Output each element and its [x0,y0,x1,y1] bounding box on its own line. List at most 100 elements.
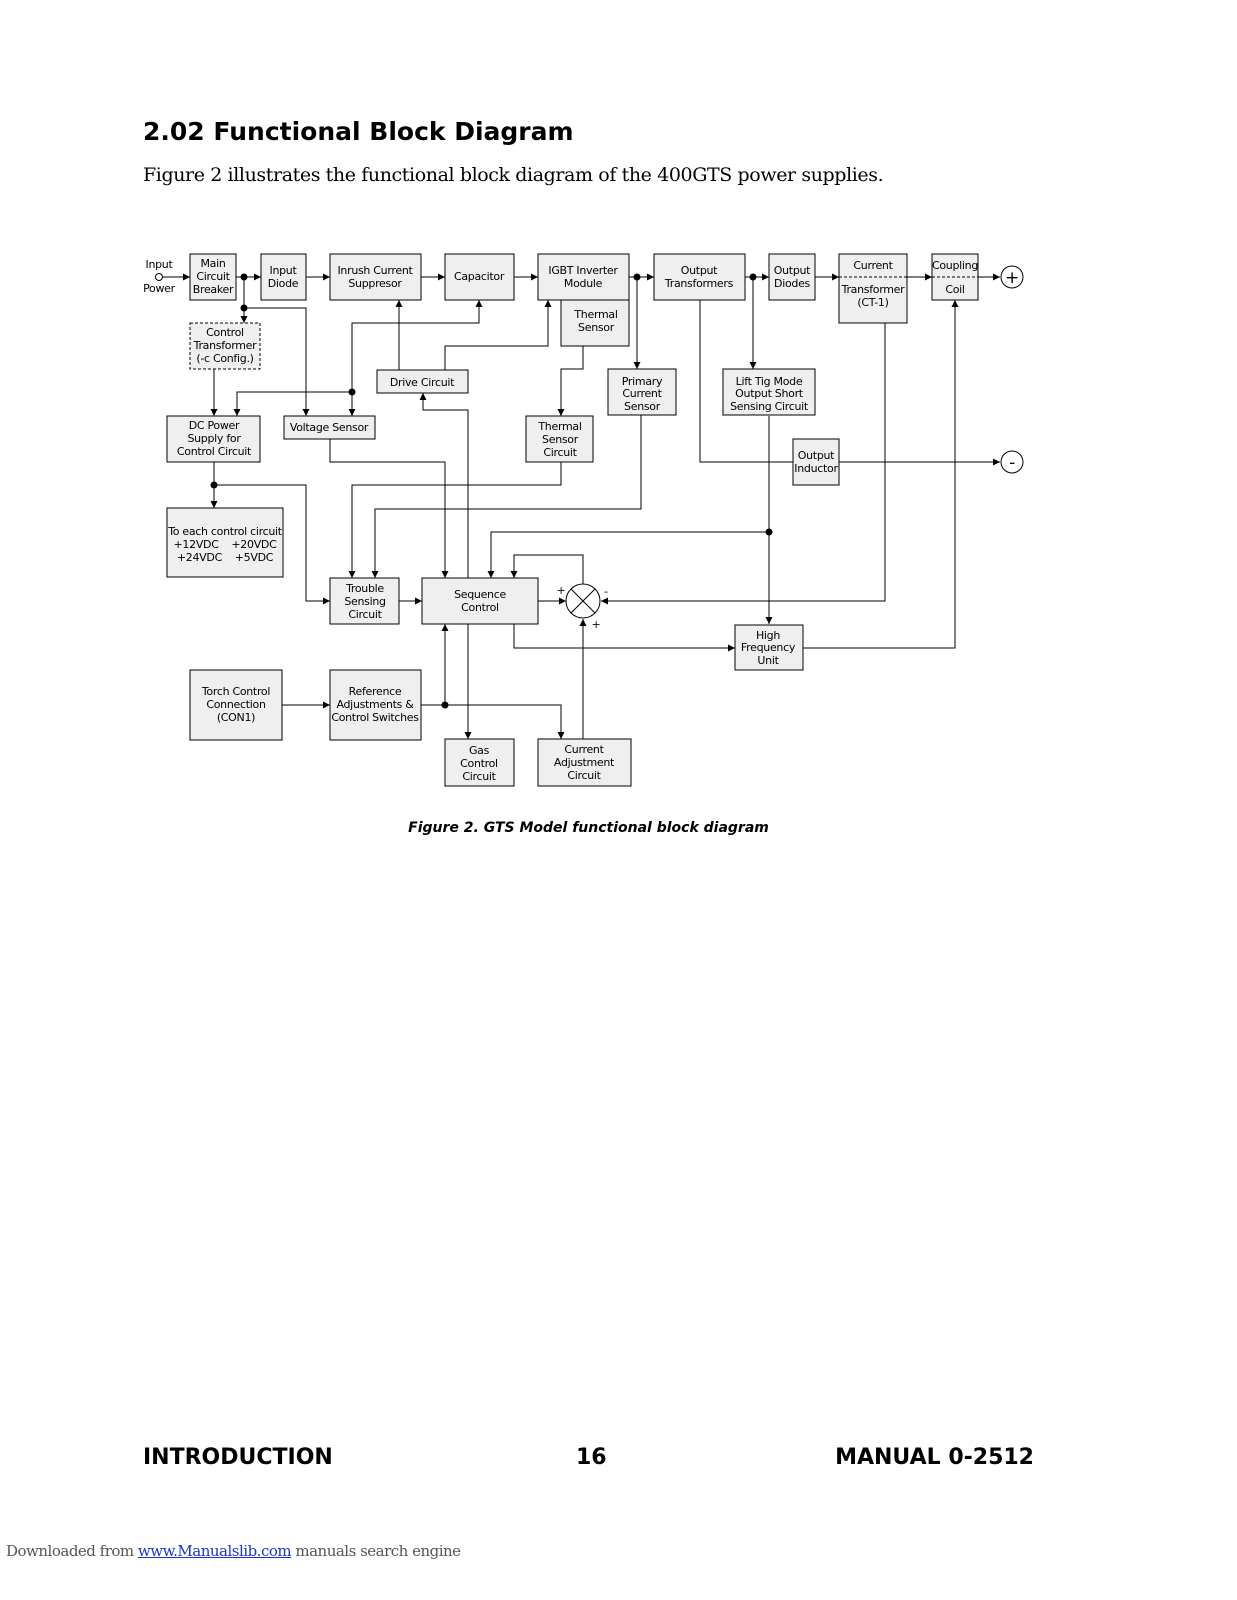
svg-text:Circuit: Circuit [196,270,230,283]
svg-text:To each control circuit: To each control circuit [167,525,283,538]
svg-text:Circuit: Circuit [543,446,577,459]
block-torch-control-connection: Torch Control Connection (CON1) [189,669,283,741]
svg-text:Transformer: Transformer [841,283,905,296]
svg-text:Sensor: Sensor [624,400,661,413]
footer-manual-number: MANUAL 0-2512 [835,1445,1034,1470]
page-number: 16 [576,1445,607,1470]
svg-text:Inrush Current: Inrush Current [337,264,413,277]
svg-text:Sequence: Sequence [454,588,506,601]
block-sequence-control: Sequence Control [421,577,539,625]
svg-text:Control: Control [206,326,244,339]
negative-terminal: - [1000,450,1024,474]
svg-text:Thermal: Thermal [537,420,581,433]
block-dc-power-supply: DC Power Supply for Control Circuit [166,415,261,463]
summing-junction: + - + [557,583,608,631]
svg-text:Adjustment: Adjustment [554,756,615,769]
junction-dots [210,273,773,709]
svg-text:Thermal: Thermal [573,308,617,321]
svg-text:Breaker: Breaker [193,283,234,296]
svg-text:Module: Module [564,277,603,290]
svg-text:Sensor: Sensor [578,321,615,334]
svg-text:Output: Output [681,264,718,277]
svg-text:Torch Control: Torch Control [201,685,270,698]
svg-text:DC Power: DC Power [189,419,240,432]
svg-text:Control: Control [461,601,499,614]
svg-text:(CON1): (CON1) [217,711,255,724]
block-thermal-sensor-circuit: Thermal Sensor Circuit [525,415,594,463]
connection-wires [163,273,1000,739]
svg-text:Capacitor: Capacitor [454,270,505,283]
manualslib-link[interactable]: www.Manualslib.com [137,1542,292,1560]
svg-text:Voltage Sensor: Voltage Sensor [290,421,369,434]
svg-text:Current: Current [853,259,893,272]
block-main-breaker: Main Circuit Breaker [189,253,237,301]
block-coupling-coil: Coupling Coil [931,253,979,301]
svg-text:Control Circuit: Control Circuit [177,445,252,458]
svg-text:Transformer: Transformer [193,339,257,352]
svg-text:Sensing Circuit: Sensing Circuit [730,400,809,413]
svg-text:Current: Current [564,743,604,756]
svg-text:Sensor: Sensor [542,433,579,446]
download-notice: Downloaded from www.Manualslib.com manua… [6,1542,461,1560]
block-output-inductor: Output Inductor [792,438,840,486]
svg-text:+: + [1005,268,1019,288]
block-thermal-sensor: Thermal Sensor [560,299,630,347]
svg-text:Lift Tig Mode: Lift Tig Mode [736,375,803,388]
block-control-voltages: To each control circuit +12VDC +20VDC +2… [166,507,284,578]
svg-text:+12VDC +20VDC: +12VDC +20VDC [174,538,278,551]
block-drive-circuit: Drive Circuit [376,369,469,394]
svg-text:Inductor: Inductor [794,462,838,475]
svg-text:(CT-1): (CT-1) [857,296,888,309]
svg-text:Reference: Reference [349,685,402,698]
svg-text:Connection: Connection [206,698,266,711]
svg-text:High: High [756,629,780,642]
input-power-label-1: Input [146,258,174,271]
svg-text:-: - [1009,453,1015,473]
block-primary-current-sensor: Primary Current Sensor [607,368,677,416]
svg-text:Gas: Gas [469,744,490,757]
block-lift-tig-sensing: Lift Tig Mode Output Short Sensing Circu… [722,368,816,416]
intro-paragraph: Figure 2 illustrates the functional bloc… [143,164,884,186]
block-output-diodes: Output Diodes [768,253,816,301]
block-inrush-current-suppresor: Inrush Current Suppresor [329,253,422,301]
figure-caption: Figure 2. GTS Model functional block dia… [408,820,769,836]
svg-text:IGBT Inverter: IGBT Inverter [548,264,618,277]
svg-text:+: + [592,618,601,631]
svg-text:Transformers: Transformers [664,277,734,290]
svg-text:Coupling: Coupling [932,259,978,272]
svg-text:Control Switches: Control Switches [331,711,419,724]
block-trouble-sensing: Trouble Sensing Circuit [329,577,400,625]
svg-text:Input: Input [270,264,298,277]
block-current-adjustment-circuit: Current Adjustment Circuit [537,738,632,787]
svg-text:Drive Circuit: Drive Circuit [390,376,455,389]
block-gas-control-circuit: Gas Control Circuit [444,738,515,787]
svg-text:Suppresor: Suppresor [348,277,402,290]
svg-text:+24VDC +5VDC: +24VDC +5VDC [177,551,274,564]
svg-text:Trouble: Trouble [345,582,384,595]
block-control-transformer: Control Transformer (-c Config.) [189,322,261,370]
block-voltage-sensor: Voltage Sensor [283,415,376,440]
block-high-frequency-unit: High Frequency Unit [734,624,804,671]
svg-text:Primary: Primary [622,375,663,388]
block-reference-adjustments: Reference Adjustments & Control Switches [329,669,422,741]
svg-text:Output: Output [798,449,835,462]
input-power-terminal: Input Power [143,258,176,295]
positive-terminal: + [1000,265,1024,289]
block-input-diode: Input Diode [260,253,307,301]
svg-text:Coil: Coil [945,283,965,296]
svg-text:Output Short: Output Short [735,387,804,400]
footer-section: INTRODUCTION [143,1445,333,1470]
svg-text:-: - [604,585,608,598]
block-current-transformer: Current Transformer (CT-1) [838,253,908,324]
block-capacitor: Capacitor [444,253,515,301]
svg-text:Circuit: Circuit [462,770,496,783]
svg-text:Control: Control [460,757,498,770]
svg-text:(-c Config.): (-c Config.) [196,352,253,365]
svg-text:Main: Main [200,257,225,270]
svg-text:Diodes: Diodes [774,277,811,290]
svg-text:+: + [557,584,566,597]
svg-text:Unit: Unit [757,654,779,667]
svg-text:Circuit: Circuit [348,608,382,621]
svg-text:Diode: Diode [268,277,299,290]
svg-text:Frequency: Frequency [741,641,796,654]
